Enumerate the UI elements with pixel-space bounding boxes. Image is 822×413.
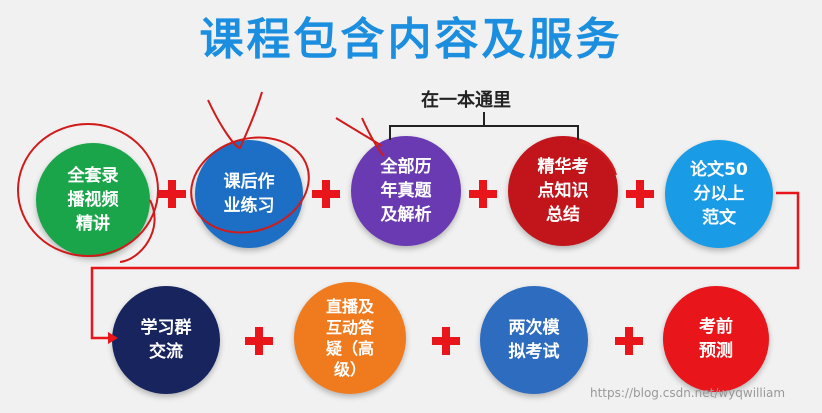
circle-mock-exams: 两次模 拟考试 bbox=[480, 286, 588, 394]
circle-label: 直播及 互动答 疑（高 级） bbox=[325, 297, 374, 379]
slide-title: 课程包含内容及服务 bbox=[199, 14, 623, 65]
plus-icon bbox=[245, 327, 273, 355]
circle-label: 学习群 交流 bbox=[140, 318, 192, 362]
circle-essay-samples: 论文50 分以上 范文 bbox=[665, 140, 773, 248]
plus-icon bbox=[432, 327, 460, 355]
plus-icon bbox=[158, 180, 186, 208]
circle-past-exams: 全部历 年真题 及解析 bbox=[351, 136, 461, 246]
annotation-check bbox=[335, 117, 383, 147]
circle-homework: 课后作 业练习 bbox=[195, 140, 303, 248]
plus-icon bbox=[626, 180, 654, 208]
circle-recorded-video: 全套录 播视频 精讲 bbox=[36, 143, 150, 257]
circle-label: 全部历 年真题 及解析 bbox=[380, 157, 432, 225]
circle-live-qa: 直播及 互动答 疑（高 级） bbox=[294, 282, 406, 394]
bracket-line bbox=[389, 112, 579, 140]
circle-key-points: 精华考 点知识 总结 bbox=[508, 136, 618, 246]
bracket-label: 在一本通里 bbox=[421, 90, 511, 111]
circle-study-group: 学习群 交流 bbox=[112, 286, 220, 394]
plus-icon bbox=[312, 180, 340, 208]
circle-prediction: 考前 预测 bbox=[663, 286, 769, 392]
circle-label: 全套录 播视频 精讲 bbox=[67, 166, 119, 234]
plus-icon bbox=[615, 327, 643, 355]
plus-icon bbox=[469, 180, 497, 208]
circle-label: 精华考 点知识 总结 bbox=[537, 157, 589, 225]
circle-label: 考前 预测 bbox=[699, 317, 733, 361]
watermark: https://blog.csdn.net/wyqwilliam bbox=[590, 386, 786, 400]
circle-label: 两次模 拟考试 bbox=[508, 318, 560, 362]
circle-label: 课后作 业练习 bbox=[223, 172, 275, 216]
circle-label: 论文50 分以上 范文 bbox=[690, 160, 748, 228]
